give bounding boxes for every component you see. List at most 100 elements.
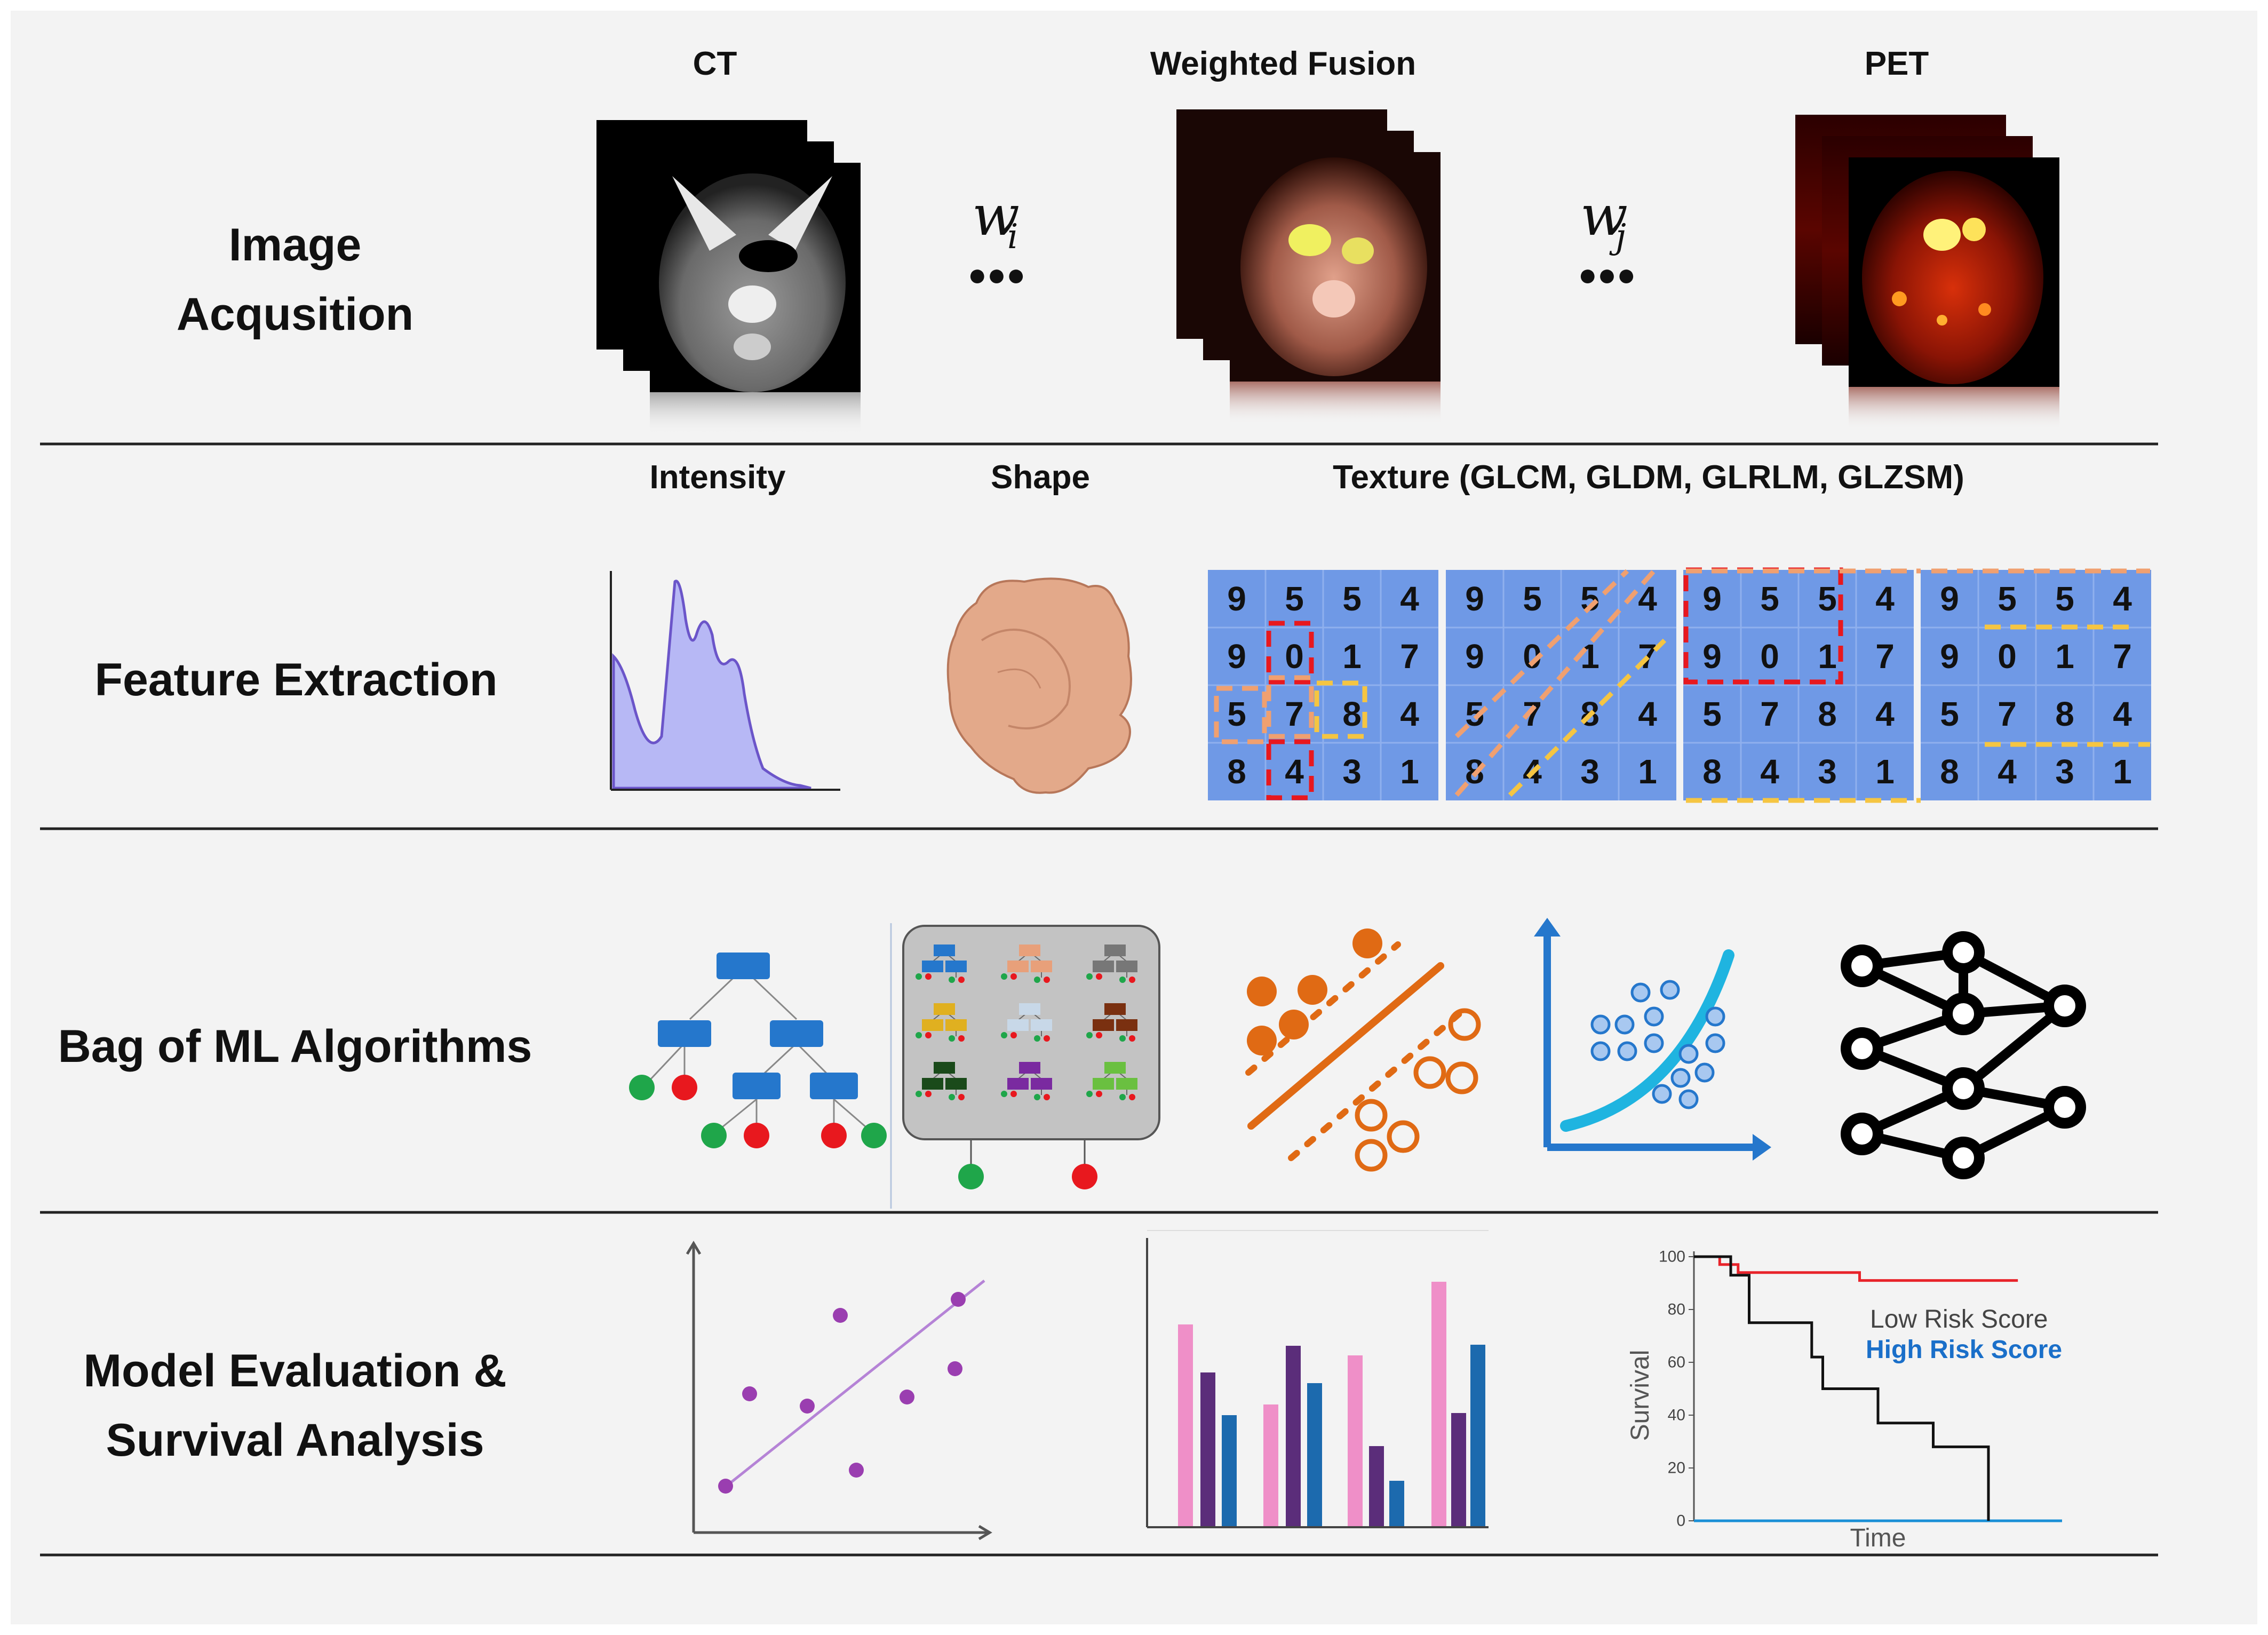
km-y-tick-label: 100 bbox=[1659, 1248, 1685, 1266]
stage-label-feature-extraction: Feature Extraction bbox=[94, 654, 497, 705]
correlation-plot bbox=[686, 1241, 992, 1541]
decision-tree-icon bbox=[629, 953, 887, 1148]
svm-icon bbox=[1245, 928, 1481, 1172]
matrix-cell: 7 bbox=[1875, 637, 1895, 676]
grouped-bar-chart bbox=[1146, 1230, 1489, 1528]
gldm-overlay bbox=[1454, 569, 1667, 797]
glzsm-overlay bbox=[1931, 568, 2150, 747]
matrix-cell: 3 bbox=[1580, 752, 1599, 791]
forest-mini-tree bbox=[916, 1062, 967, 1100]
texture-title: Texture (GLCM, GLDM, GLRLM, GLZSM) bbox=[1333, 459, 1964, 496]
matrix-cell: 5 bbox=[1818, 580, 1837, 618]
km-curve-high-risk bbox=[1694, 1255, 1990, 1521]
random-forest-icon bbox=[902, 925, 1160, 1189]
intensity-title: Intensity bbox=[650, 459, 786, 496]
stage-label-evaluation-line2: Survival Analysis bbox=[106, 1415, 484, 1466]
forest-mini-tree bbox=[916, 1003, 967, 1042]
svg-text:w: w bbox=[1580, 183, 1628, 248]
matrix-cell: 9 bbox=[1940, 637, 1959, 676]
matrix-cell: 8 bbox=[1227, 752, 1246, 791]
km-x-label: Time bbox=[1850, 1524, 1906, 1552]
matrix-cell: 9 bbox=[1940, 580, 1959, 618]
matrix-cell: 4 bbox=[1998, 752, 2017, 791]
matrix-cell: 4 bbox=[1400, 695, 1419, 733]
forest-mini-tree bbox=[1001, 1062, 1052, 1100]
matrix-cell: 4 bbox=[1285, 752, 1304, 791]
matrix-cell: 4 bbox=[1875, 695, 1895, 733]
matrix-cell: 8 bbox=[1702, 752, 1722, 791]
matrix-cell: 7 bbox=[1638, 637, 1657, 676]
forest-mini-tree bbox=[916, 945, 967, 983]
svg-text:●●●: ●●● bbox=[1578, 257, 1636, 292]
matrix-cell: 9 bbox=[1465, 580, 1484, 618]
km-y-tick-label: 40 bbox=[1668, 1407, 1685, 1424]
km-y-tick-label: 60 bbox=[1668, 1354, 1685, 1371]
matrix-cell: 0 bbox=[1285, 637, 1304, 676]
forest-mini-tree bbox=[1001, 945, 1052, 983]
matrix-cell: 9 bbox=[1702, 637, 1722, 676]
matrix-cell: 7 bbox=[2113, 637, 2132, 676]
matrix-cell: 5 bbox=[2055, 580, 2074, 618]
matrix-cell: 3 bbox=[1818, 752, 1837, 791]
stage-label-acquisition-line1: Image bbox=[229, 219, 362, 271]
matrix-cell: 1 bbox=[1400, 752, 1419, 791]
km-legend-low-risk: Low Risk Score bbox=[1870, 1305, 2048, 1334]
matrix-cell: 8 bbox=[1818, 695, 1837, 733]
forest-mini-tree bbox=[1086, 1062, 1137, 1100]
matrix-cell: 1 bbox=[1580, 637, 1599, 676]
matrix-cell: 5 bbox=[1285, 580, 1304, 618]
matrix-cell: 4 bbox=[2113, 695, 2132, 733]
ct-image-stack bbox=[596, 120, 861, 435]
stage-label-acquisition-line2: Acqusition bbox=[177, 289, 413, 340]
km-y-label: Survival bbox=[1626, 1350, 1654, 1441]
matrix-cell: 1 bbox=[1638, 752, 1657, 791]
forest-mini-tree bbox=[1001, 1003, 1052, 1042]
matrix-cell: 5 bbox=[1523, 580, 1542, 618]
glcm-overlay bbox=[1214, 621, 1367, 800]
matrix-cell: 5 bbox=[1342, 580, 1362, 618]
matrix-cell: 5 bbox=[1998, 580, 2017, 618]
svg-text:w: w bbox=[972, 183, 1020, 248]
forest-mini-tree bbox=[1086, 1003, 1137, 1042]
tumor-shape-render bbox=[946, 577, 1132, 794]
matrix-cell: 4 bbox=[1760, 752, 1779, 791]
matrix-cell: 5 bbox=[1580, 580, 1599, 618]
matrix-cell: 7 bbox=[1400, 637, 1419, 676]
matrix-cell: 1 bbox=[2055, 637, 2074, 676]
fusion-image-stack bbox=[1176, 109, 1441, 424]
km-legend-high-risk: High Risk Score bbox=[1866, 1336, 2062, 1364]
matrix-cell: 8 bbox=[2055, 695, 2074, 733]
ct-title: CT bbox=[693, 45, 737, 82]
shape-title: Shape bbox=[991, 459, 1090, 496]
matrix-cell: 5 bbox=[1760, 580, 1779, 618]
km-y-tick-label: 20 bbox=[1668, 1459, 1685, 1477]
forest-mini-tree bbox=[1086, 945, 1137, 983]
matrix-cell: 4 bbox=[1638, 695, 1657, 733]
matrix-cell: 7 bbox=[1760, 695, 1779, 733]
km-curve-low-risk bbox=[1694, 1255, 2018, 1282]
matrix-cell: 9 bbox=[1227, 580, 1246, 618]
matrix-cell: 1 bbox=[1875, 752, 1895, 791]
matrix-cell: 9 bbox=[1702, 580, 1722, 618]
matrix-cell: 5 bbox=[1702, 695, 1722, 733]
matrix-cell: 3 bbox=[2055, 752, 2074, 791]
matrix-cell: 4 bbox=[1875, 580, 1895, 618]
matrix-cell: 0 bbox=[1998, 637, 2017, 676]
regression-icon bbox=[1534, 918, 1771, 1161]
matrix-cell: 1 bbox=[2113, 752, 2132, 791]
matrix-cell: 7 bbox=[1998, 695, 2017, 733]
weight-j-symbol: w j ●●● bbox=[1578, 183, 1636, 292]
stage-label-evaluation-line1: Model Evaluation & bbox=[83, 1345, 506, 1396]
matrix-cell: 4 bbox=[2113, 580, 2132, 618]
matrix-cell: 4 bbox=[1638, 580, 1657, 618]
matrix-cell: 4 bbox=[1400, 580, 1419, 618]
matrix-cell: 8 bbox=[1940, 752, 1959, 791]
matrix-cell: 7 bbox=[1285, 695, 1304, 733]
matrix-cell: 9 bbox=[1465, 637, 1484, 676]
